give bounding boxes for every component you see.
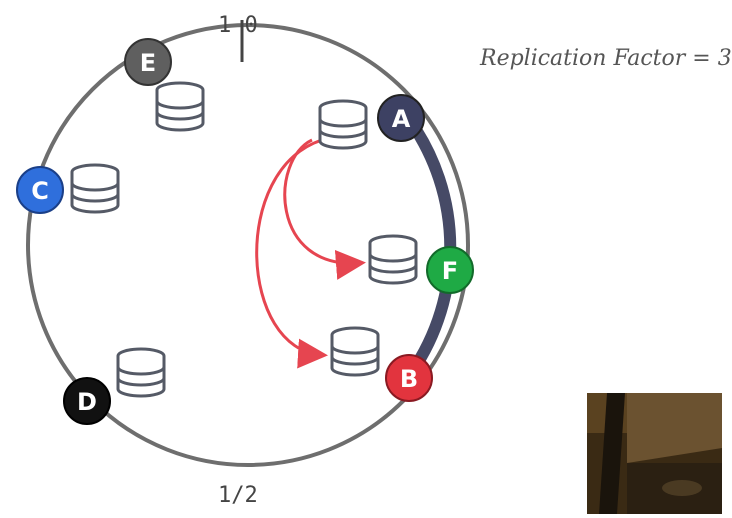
node-f: F bbox=[426, 246, 474, 294]
node-c: C bbox=[16, 166, 64, 214]
database-icon bbox=[116, 347, 166, 398]
svg-text:B: B bbox=[400, 365, 418, 393]
ring-bottom-label: 1/2 bbox=[218, 483, 258, 508]
svg-text:F: F bbox=[442, 257, 458, 285]
replication-arrow-to-b bbox=[255, 138, 328, 369]
replication-factor-label: Replication Factor = 3 bbox=[480, 46, 732, 71]
ring-top-label: 1 0 bbox=[218, 13, 258, 38]
node-b: B bbox=[385, 354, 433, 402]
svg-text:C: C bbox=[31, 177, 49, 205]
node-a: A bbox=[377, 94, 425, 142]
hash-ring bbox=[26, 23, 470, 467]
svg-text:E: E bbox=[140, 49, 156, 77]
database-icon bbox=[318, 99, 368, 150]
database-icon bbox=[368, 234, 418, 285]
database-icon bbox=[330, 326, 380, 377]
database-icon bbox=[70, 163, 120, 214]
svg-text:D: D bbox=[77, 388, 97, 416]
consistent-hash-ring-diagram: 1 0 1/2 E A C F B D bbox=[16, 13, 474, 508]
replication-arrow-to-f bbox=[283, 138, 366, 280]
svg-text:A: A bbox=[392, 105, 411, 133]
video-thumbnail bbox=[587, 393, 722, 514]
node-e: E bbox=[124, 38, 172, 86]
node-d: D bbox=[63, 377, 111, 425]
database-icon bbox=[155, 81, 205, 132]
